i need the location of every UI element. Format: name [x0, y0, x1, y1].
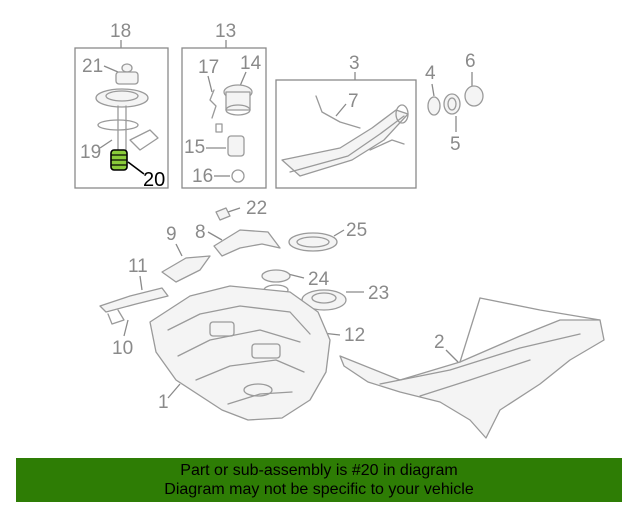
mid-parts: 22 25 8 9	[161, 198, 367, 283]
fuel-tank-group: 1	[149, 285, 331, 421]
callout-2[interactable]: 2	[434, 332, 445, 353]
assembly-18-group: 18 21 19 20	[74, 21, 169, 191]
callout-13[interactable]: 13	[215, 21, 236, 42]
callout-1[interactable]: 1	[158, 392, 169, 413]
callout-8[interactable]: 8	[195, 222, 206, 243]
callout-18[interactable]: 18	[110, 21, 131, 42]
parts-diagram: 18 21 19 20 13 17 14	[74, 21, 605, 439]
callout-6[interactable]: 6	[465, 51, 476, 72]
banner-line-2: Diagram may not be specific to your vehi…	[164, 481, 474, 498]
bracket-part	[213, 229, 281, 257]
callout-20[interactable]: 20	[143, 169, 165, 191]
banner-line-1: Part or sub-assembly is #20 in diagram	[180, 462, 458, 479]
callout-23[interactable]: 23	[368, 283, 389, 304]
callout-19[interactable]: 19	[80, 142, 101, 163]
assembly-13-box	[181, 47, 267, 189]
callout-14[interactable]: 14	[240, 53, 262, 74]
callout-16[interactable]: 16	[192, 166, 213, 187]
left-hoses: 11 10	[99, 256, 169, 359]
crossmember-group: 2	[339, 297, 605, 439]
callout-24[interactable]: 24	[308, 269, 330, 290]
callout-11[interactable]: 11	[128, 256, 148, 277]
part-20-filter[interactable]	[110, 149, 128, 171]
callout-5[interactable]: 5	[450, 134, 461, 155]
callout-10[interactable]: 10	[112, 338, 133, 359]
callout-21[interactable]: 21	[82, 56, 103, 77]
callout-25[interactable]: 25	[346, 220, 367, 241]
filler-cap-parts: 4 5 6	[425, 51, 484, 155]
callout-9[interactable]: 9	[166, 224, 177, 245]
gasket-part	[288, 232, 338, 252]
hose-part	[99, 287, 169, 313]
vent-hose-part	[315, 95, 361, 129]
callout-3[interactable]: 3	[349, 53, 360, 74]
assembly-3-box	[275, 79, 417, 189]
callout-17[interactable]: 17	[198, 57, 219, 78]
callout-7[interactable]: 7	[348, 91, 359, 112]
filler-pipe-part	[281, 109, 409, 177]
callout-4[interactable]: 4	[425, 63, 436, 84]
assembly-3-group: 3 7	[275, 53, 417, 189]
callout-22[interactable]: 22	[246, 198, 267, 219]
callout-15[interactable]: 15	[184, 137, 205, 158]
assembly-13-group: 13 17 14 15 16	[181, 21, 267, 189]
fuel-tank-part	[149, 285, 331, 421]
info-banner: Part or sub-assembly is #20 in diagram D…	[16, 458, 622, 502]
protector-part	[161, 255, 211, 283]
wire-harness-part	[209, 89, 217, 119]
callout-12[interactable]: 12	[344, 325, 365, 346]
fuel-pump-module-part	[121, 63, 133, 73]
